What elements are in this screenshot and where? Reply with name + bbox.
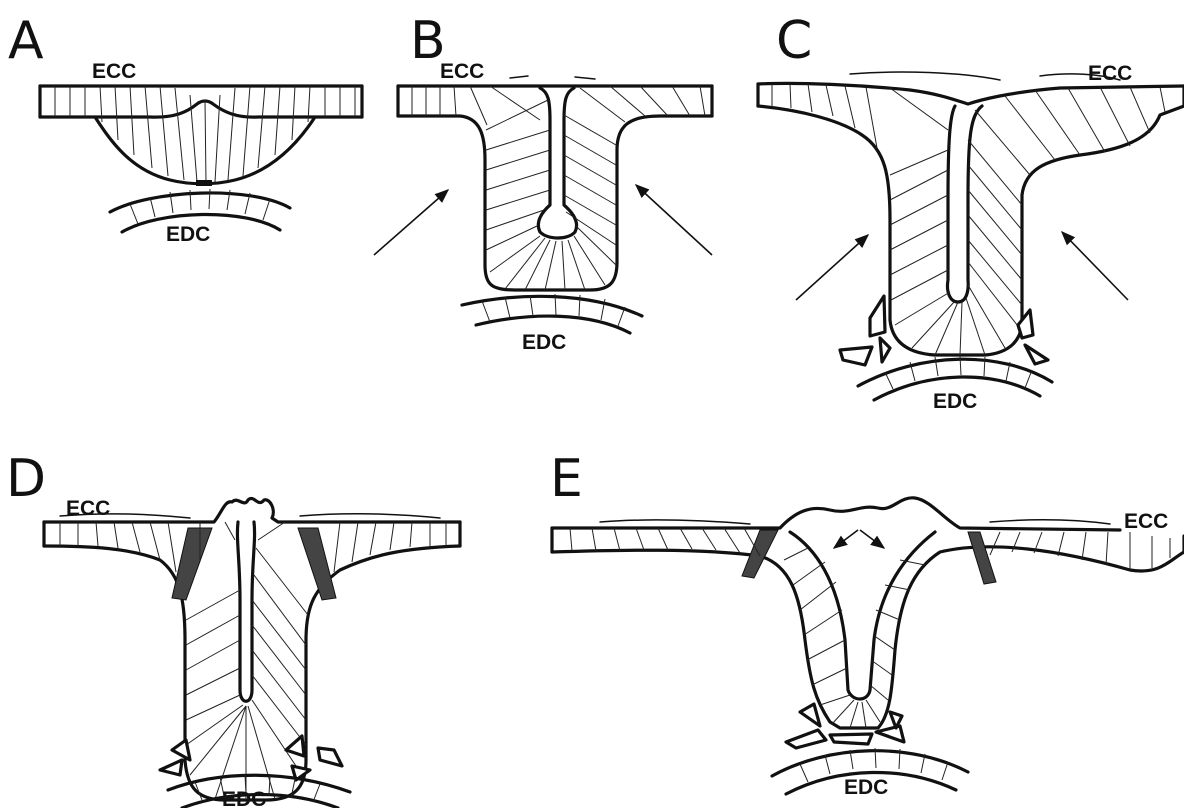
panel-a-ecc-label: ECC <box>92 60 136 83</box>
panel-d: D ECC <box>6 449 460 808</box>
panel-b-ecc-label: ECC <box>440 60 484 83</box>
panel-d-letter: D <box>6 449 46 509</box>
panel-d-ecc-label: ECC <box>66 497 110 520</box>
panel-d-edc-label: EDC <box>222 788 266 808</box>
panel-c-ecc-label: ECC <box>1088 62 1132 85</box>
panel-b-edc-label: EDC <box>522 331 566 354</box>
panel-c-left-arrow <box>796 235 868 300</box>
panel-e: E ECC <box>550 449 1184 799</box>
panel-a: A ECC <box>8 11 362 246</box>
panel-c-edc-label: EDC <box>933 390 977 413</box>
panel-e-ecc-layer <box>552 498 1184 728</box>
panel-a-edc-label: EDC <box>166 223 210 246</box>
panel-b: B ECC <box>374 11 712 354</box>
panel-c-ecc-layer <box>758 72 1184 355</box>
panel-c: C ECC <box>758 11 1184 413</box>
panel-e-edc-label: EDC <box>844 776 888 799</box>
panel-b-left-arrow <box>374 190 448 255</box>
panel-e-left-arrow <box>834 530 858 548</box>
panel-a-ecc-layer <box>40 86 362 184</box>
panel-e-right-arrow <box>860 530 884 548</box>
panel-e-ecc-label: ECC <box>1124 510 1168 533</box>
panel-b-right-arrow <box>636 185 712 255</box>
panel-d-ecc-layer <box>44 498 460 800</box>
panel-b-edc-layer <box>462 294 642 333</box>
panel-c-letter: C <box>776 11 812 71</box>
panel-a-letter: A <box>8 11 44 71</box>
panel-b-ecc-layer <box>398 76 712 290</box>
panel-e-letter: E <box>550 449 583 509</box>
panel-c-right-arrow <box>1062 232 1128 300</box>
